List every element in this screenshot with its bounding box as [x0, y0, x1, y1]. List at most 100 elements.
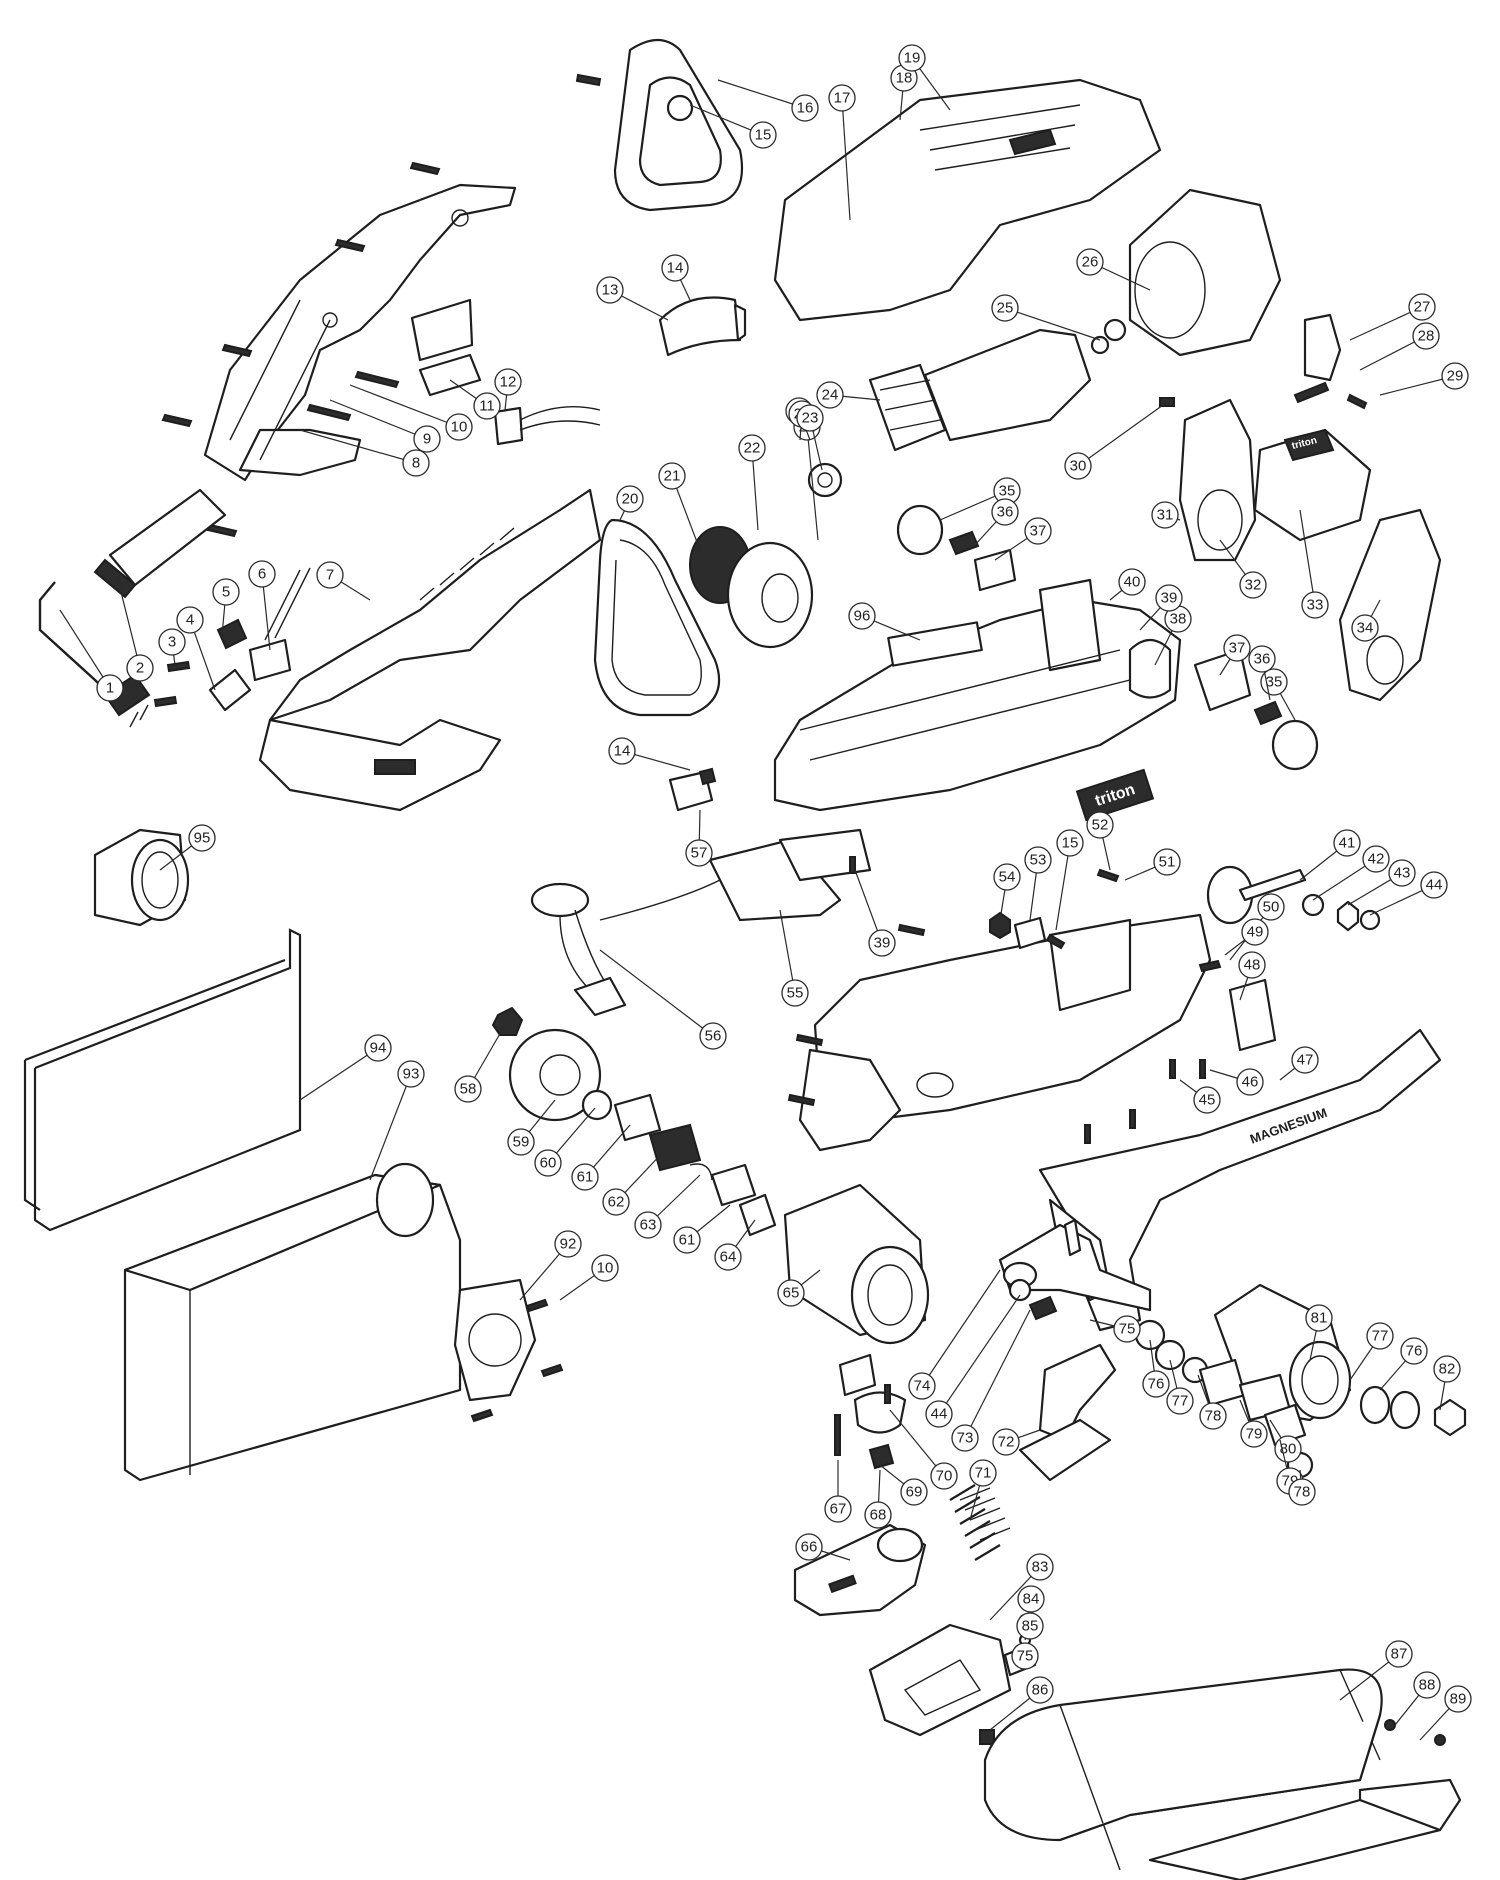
callout-20: 20	[616, 485, 644, 513]
callout-circle	[454, 1075, 482, 1103]
callout-number: 77	[1172, 1393, 1189, 1410]
rear-handle-assembly: triton	[1159, 313, 1442, 702]
callout-15: 15	[749, 121, 777, 149]
callout-number: 64	[720, 1249, 737, 1266]
dust-bag	[123, 1162, 462, 1482]
callout-circle	[969, 1459, 997, 1487]
callout-76: 76	[1400, 1337, 1428, 1365]
callout-number: 39	[874, 935, 891, 952]
callout-circle	[1118, 568, 1146, 596]
callout-81: 81	[1305, 1304, 1333, 1332]
callout-number: 42	[1368, 851, 1385, 868]
callout-24: 24	[816, 381, 844, 409]
callout-circle	[1017, 1585, 1045, 1613]
callout-circle	[777, 1279, 805, 1307]
lower-frame	[798, 913, 1277, 1152]
brush-holder-upper	[896, 504, 1017, 592]
callout-circle	[1153, 848, 1181, 876]
callout-number: 16	[797, 100, 814, 117]
callout-30: 30	[1064, 452, 1092, 480]
callout-number: 46	[1242, 1074, 1259, 1091]
wiring-bracket	[530, 828, 872, 1017]
callout-circle	[848, 602, 876, 630]
callout-number: 67	[830, 1501, 847, 1518]
callout-number: 17	[834, 90, 851, 107]
callout-number: 35	[1266, 674, 1283, 691]
label-96	[887, 621, 983, 667]
callout-number: 23	[802, 410, 819, 427]
callout-62: 62	[602, 1188, 630, 1216]
callout-4: 4	[176, 606, 204, 634]
callout-number: 81	[1311, 1310, 1328, 1327]
callout-circle	[900, 1478, 928, 1506]
callout-leader-line	[369, 1073, 412, 1181]
callout-circle	[1193, 1086, 1221, 1114]
callout-number: 6	[258, 566, 266, 583]
callout-circle	[714, 1243, 742, 1271]
callout-circle	[473, 392, 501, 420]
callout-circle	[828, 84, 856, 112]
callout-number: 62	[608, 1194, 625, 1211]
callout-number: 20	[622, 491, 639, 508]
callout-circle	[1444, 1685, 1472, 1713]
callout-45: 45	[1193, 1086, 1221, 1114]
callout-10: 10	[591, 1254, 619, 1282]
callout-16: 16	[791, 94, 819, 122]
callout-49: 49	[1241, 918, 1269, 946]
callout-number: 5	[222, 584, 230, 601]
callout-circle	[1385, 1640, 1413, 1668]
callout-circle	[608, 737, 636, 765]
callout-7: 7	[316, 561, 344, 589]
callout-50: 50	[1257, 893, 1285, 921]
callout-number: 24	[822, 387, 839, 404]
callout-circle	[602, 1188, 630, 1216]
bracket-57	[668, 767, 717, 812]
callout-leader-line	[117, 579, 141, 669]
callout-circle	[1064, 452, 1092, 480]
callout-29: 29	[1441, 362, 1469, 390]
callout-number: 78	[1205, 1408, 1222, 1425]
callout-number: 93	[403, 1066, 420, 1083]
callout-number: 2	[136, 660, 144, 677]
callout-circle	[1362, 845, 1390, 873]
callout-circle	[1388, 859, 1416, 887]
callout-number: 22	[744, 440, 761, 457]
callout-leader-line	[1299, 509, 1316, 606]
callout-circle	[158, 628, 186, 656]
callout-circle	[1024, 846, 1052, 874]
callout-number: 40	[1124, 574, 1141, 591]
callout-number: 85	[1022, 1618, 1039, 1635]
callout-number: 84	[1023, 1591, 1040, 1608]
callout-circle	[176, 606, 204, 634]
callout-circle	[1305, 1304, 1333, 1332]
callout-leader-line	[59, 609, 111, 689]
callout-number: 3	[168, 634, 176, 651]
callout-38: 38	[1164, 605, 1192, 633]
callout-number: 11	[479, 398, 495, 415]
callout-leader-line	[599, 949, 714, 1037]
callout-leader-line	[964, 1309, 1031, 1439]
screws-39	[787, 856, 926, 1107]
callout-circle	[685, 839, 713, 867]
callout-44: 44	[1420, 871, 1448, 899]
callout-number: 33	[1307, 597, 1324, 614]
callout-number: 7	[326, 567, 334, 584]
callout-number: 14	[667, 260, 684, 277]
callout-circle	[1408, 293, 1436, 321]
callout-circle	[1288, 1478, 1316, 1506]
callout-number: 35	[999, 483, 1016, 500]
callout-number: 27	[1414, 299, 1431, 316]
callout-number: 79	[1246, 1426, 1263, 1443]
callout-circle	[1238, 951, 1266, 979]
callout-number: 55	[787, 985, 804, 1002]
callout-circle	[661, 254, 689, 282]
callout-number: 13	[602, 282, 619, 299]
callout-number: 73	[957, 1430, 974, 1447]
callout-circle	[316, 561, 344, 589]
callout-circle	[791, 94, 819, 122]
top-cover	[773, 78, 1162, 322]
callout-number: 26	[1082, 254, 1099, 271]
callout-number: 74	[914, 1378, 931, 1395]
callout-circle	[554, 1230, 582, 1258]
callout-circle	[816, 381, 844, 409]
